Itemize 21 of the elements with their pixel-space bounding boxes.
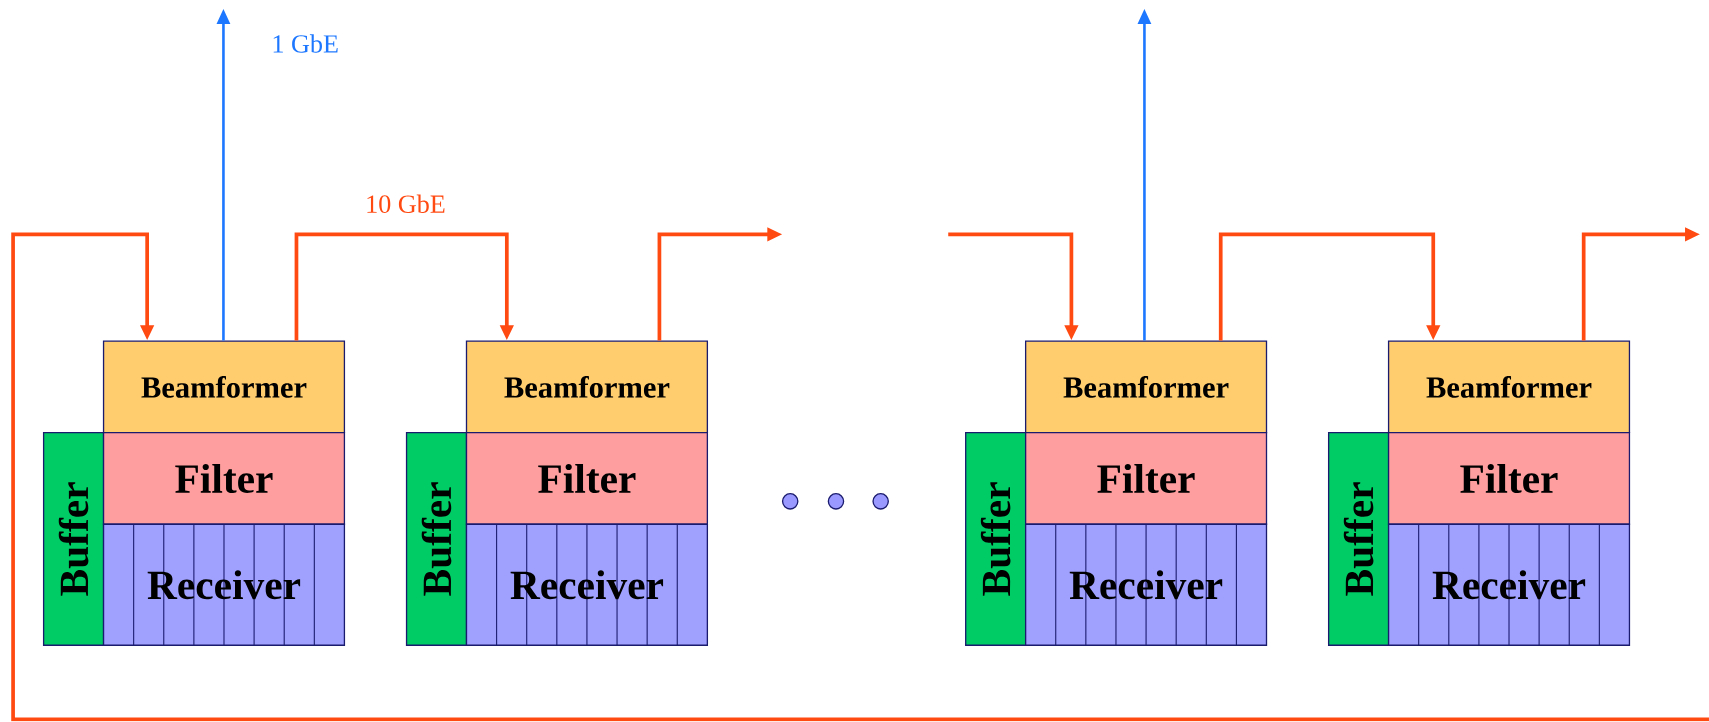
filter-box: Filter xyxy=(1024,432,1268,526)
receiver-box: Receiver xyxy=(102,523,346,647)
arrow xyxy=(294,232,514,341)
filter-box: Filter xyxy=(1387,432,1631,526)
edge-label: 10 GbE xyxy=(362,192,448,216)
buffer-box: Buffer xyxy=(405,432,468,647)
receiver-box: Receiver xyxy=(1024,523,1268,647)
receiver-box: Receiver xyxy=(465,523,709,647)
buffer-box: Buffer xyxy=(1327,432,1390,647)
edge-label: 1 GbE xyxy=(269,32,342,56)
buffer-box: Buffer xyxy=(965,432,1027,647)
arrow xyxy=(11,232,1709,722)
filter-box: Filter xyxy=(102,432,346,526)
beamformer-box: Beamformer xyxy=(1024,340,1268,434)
arrow xyxy=(1218,232,1441,341)
beamformer-box: Beamformer xyxy=(1387,340,1631,434)
beamformer-box: Beamformer xyxy=(465,340,709,434)
filter-box: Filter xyxy=(465,432,709,526)
beamformer-box: Beamformer xyxy=(102,340,346,434)
receiver-box: Receiver xyxy=(1387,523,1631,647)
buffer-box: Buffer xyxy=(42,432,105,647)
